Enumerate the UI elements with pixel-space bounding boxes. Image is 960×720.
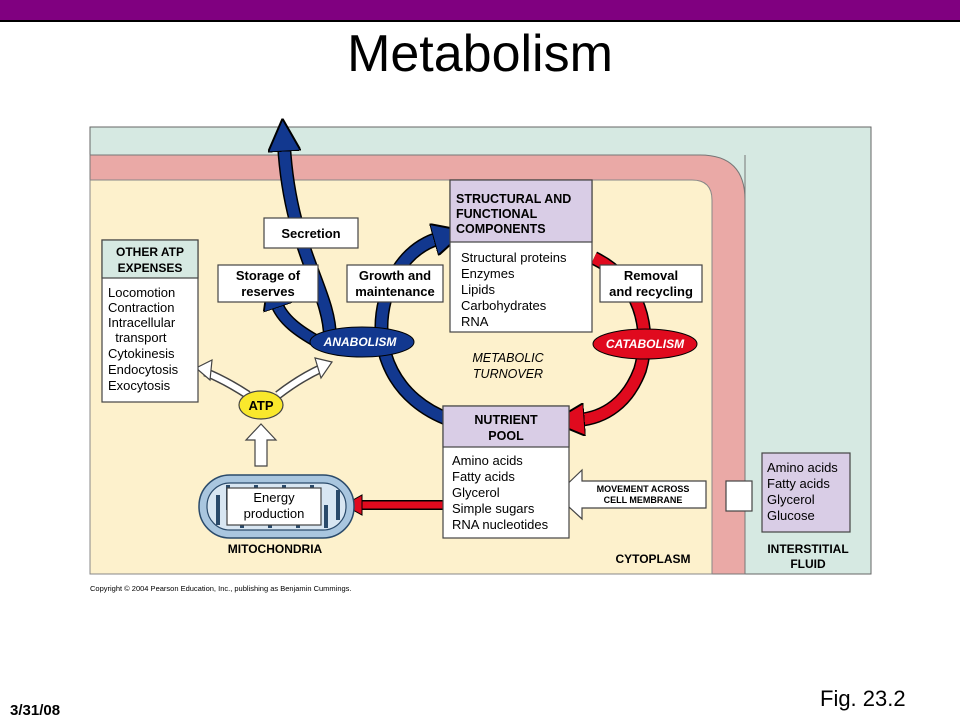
slide-title: Metabolism xyxy=(347,25,613,83)
secretion-box xyxy=(263,217,359,249)
cytoplasm-label: CYTOPLASM xyxy=(615,552,690,566)
anabolism-label-shape xyxy=(309,326,415,358)
storage-box xyxy=(217,264,319,303)
catabolism-label: CATABOLISM xyxy=(606,337,685,351)
movement-across-membrane-arrow xyxy=(555,468,707,521)
copyright-text: Copyright © 2004 Pearson Education, Inc.… xyxy=(90,584,352,593)
figure-reference: Fig. 23.2 xyxy=(820,686,906,711)
membrane-channel xyxy=(725,480,753,512)
catabolism-label-shape xyxy=(592,328,698,360)
secretion-label: Secretion xyxy=(281,226,340,241)
atp-label-shape xyxy=(238,390,284,420)
mitochondria-to-atp-arrow xyxy=(244,423,278,467)
removal-box xyxy=(599,264,703,303)
interstitial-list-box xyxy=(761,452,851,533)
growth-box xyxy=(346,264,444,303)
anabolism-label: ANABOLISM xyxy=(323,335,398,349)
mitochondria-label: MITOCHONDRIA xyxy=(228,542,323,556)
slide-top-bar xyxy=(0,0,960,22)
atp-label: ATP xyxy=(248,398,273,413)
energy-production-box xyxy=(226,487,322,526)
slide-date: 3/31/08 xyxy=(10,702,61,719)
